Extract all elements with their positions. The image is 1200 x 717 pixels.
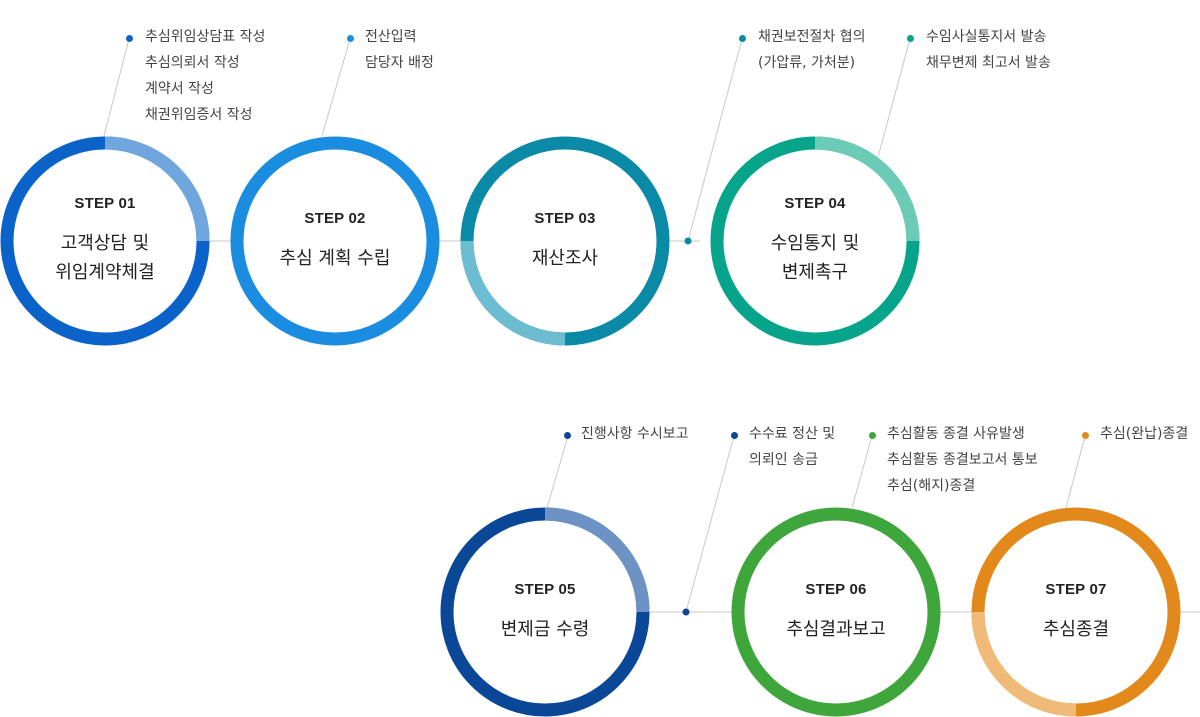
step-01-note-3: 계약서 작성 [145,81,214,97]
step-02-notes: 전산입력 담당자 배정 [365,24,434,76]
step-06-notes: 수수료 정산 및 의뢰인 송금 [749,421,835,473]
step-06-title: 추심결과보고 [786,615,885,644]
step-07-title-line-1: 추심종결 [1042,618,1110,640]
step-02-title: 추심 계획 수립 [280,244,391,273]
step-02: STEP 02 추심 계획 수립 [230,136,440,346]
note-dot-5 [564,432,571,439]
step-07-note-2: 추심활동 종결보고서 통보 [887,452,1038,468]
leader-line-4 [877,38,911,158]
step-01: STEP 01 고객상담 및 위임계약체결 [0,136,210,346]
junction-dot-row1 [684,237,692,245]
step-06: STEP 06 추심결과보고 [731,507,941,717]
junction-dot-row2 [682,608,690,616]
step-03-ring [460,136,670,346]
step-07-note-3: 추심(해지)종결 [887,478,976,494]
step-04-title-line-2: 변제촉구 [781,262,849,283]
step-04-title-line-1: 수임통지 및 [770,233,860,254]
step-01-title: 고객상담 및 위임계약체결 [55,229,154,287]
step-01-ring [0,136,210,346]
step-05-title-line-1: 변제금 수령 [500,618,590,640]
step-01-label: STEP 01 [74,195,136,212]
step-07-label: STEP 07 [1045,580,1107,598]
note-dot-2 [347,35,354,42]
step-03: STEP 03 재산조사 [460,136,670,346]
step-05-notes: 진행사항 수시보고 [581,421,689,447]
step-06-note-2: 의뢰인 송금 [749,452,818,468]
note-dot-1 [126,35,133,42]
extra-note-1: 추심(완납)종결 [1100,426,1189,442]
leader-line-6 [685,435,735,613]
step-05-label: STEP 05 [514,580,576,598]
step-06-note-1: 수수료 정산 및 [749,426,836,442]
step-04: STEP 04 수임통지 및 변제촉구 [710,136,920,346]
step-02-title-line-1: 추심 계획 수립 [279,247,391,269]
step-02-label: STEP 02 [304,209,366,227]
step-05-ring [440,507,650,717]
step-03-note-2: (가압류, 가처분) [758,55,856,71]
leader-line-5 [546,435,569,509]
step-05-title: 변제금 수령 [501,615,590,644]
step-03-note-1: 채권보전절차 협의 [758,29,866,45]
note-dot-6 [731,432,738,439]
leader-line-1 [103,38,130,137]
step-01-note-2: 추심의뢰서 작성 [145,55,240,71]
step-03-notes: 채권보전절차 협의 (가압류, 가처분) [758,24,866,76]
step-07-ring [971,507,1181,717]
step-07-note-1: 추심활동 종결 사유발생 [887,426,1025,442]
step-01-note-4: 채권위임증서 작성 [145,107,253,123]
leader-line-8 [1065,435,1086,509]
step-07-title: 추심종결 [1043,615,1109,644]
leader-line-2 [321,38,351,137]
step-01-title-line-1: 고객상담 및 [60,233,150,254]
step-06-label: STEP 06 [805,580,867,598]
note-dot-8 [1082,432,1089,439]
step-01-note-1: 추심위임상담표 작성 [145,29,266,45]
step-02-ring [230,136,440,346]
step-01-notes: 추심위임상담표 작성 추심의뢰서 작성 계약서 작성 채권위임증서 작성 [145,24,265,128]
step-04-ring [710,136,920,346]
note-dot-4 [907,35,914,42]
step-06-title-line-1: 추심결과보고 [786,618,886,640]
step-04-notes: 수임사실통지서 발송 채무변제 최고서 발송 [926,24,1051,76]
note-dot-3 [739,35,746,42]
note-dot-7 [869,432,876,439]
step-03-label: STEP 03 [534,209,596,227]
step-04-title: 수임통지 및 변제촉구 [771,229,860,287]
step-05: STEP 05 변제금 수령 [440,507,650,717]
extra-notes: 추심(완납)종결 [1100,421,1188,447]
step-03-title: 재산조사 [532,244,598,273]
step-02-note-2: 담당자 배정 [365,55,434,71]
step-07-notes: 추심활동 종결 사유발생 추심활동 종결보고서 통보 추심(해지)종결 [887,421,1038,499]
leader-line-3 [687,38,743,242]
step-03-title-line-1: 재산조사 [531,247,599,269]
step-07: STEP 07 추심종결 [971,507,1181,717]
step-04-note-1: 수임사실통지서 발송 [926,29,1047,45]
step-01-title-line-2: 위임계약체결 [55,262,155,283]
leader-line-7 [851,435,873,509]
step-05-note-1: 진행사항 수시보고 [581,426,689,442]
step-04-label: STEP 04 [784,195,846,212]
step-02-note-1: 전산입력 [365,29,417,45]
step-04-note-2: 채무변제 최고서 발송 [926,55,1051,71]
step-06-ring [731,507,941,717]
